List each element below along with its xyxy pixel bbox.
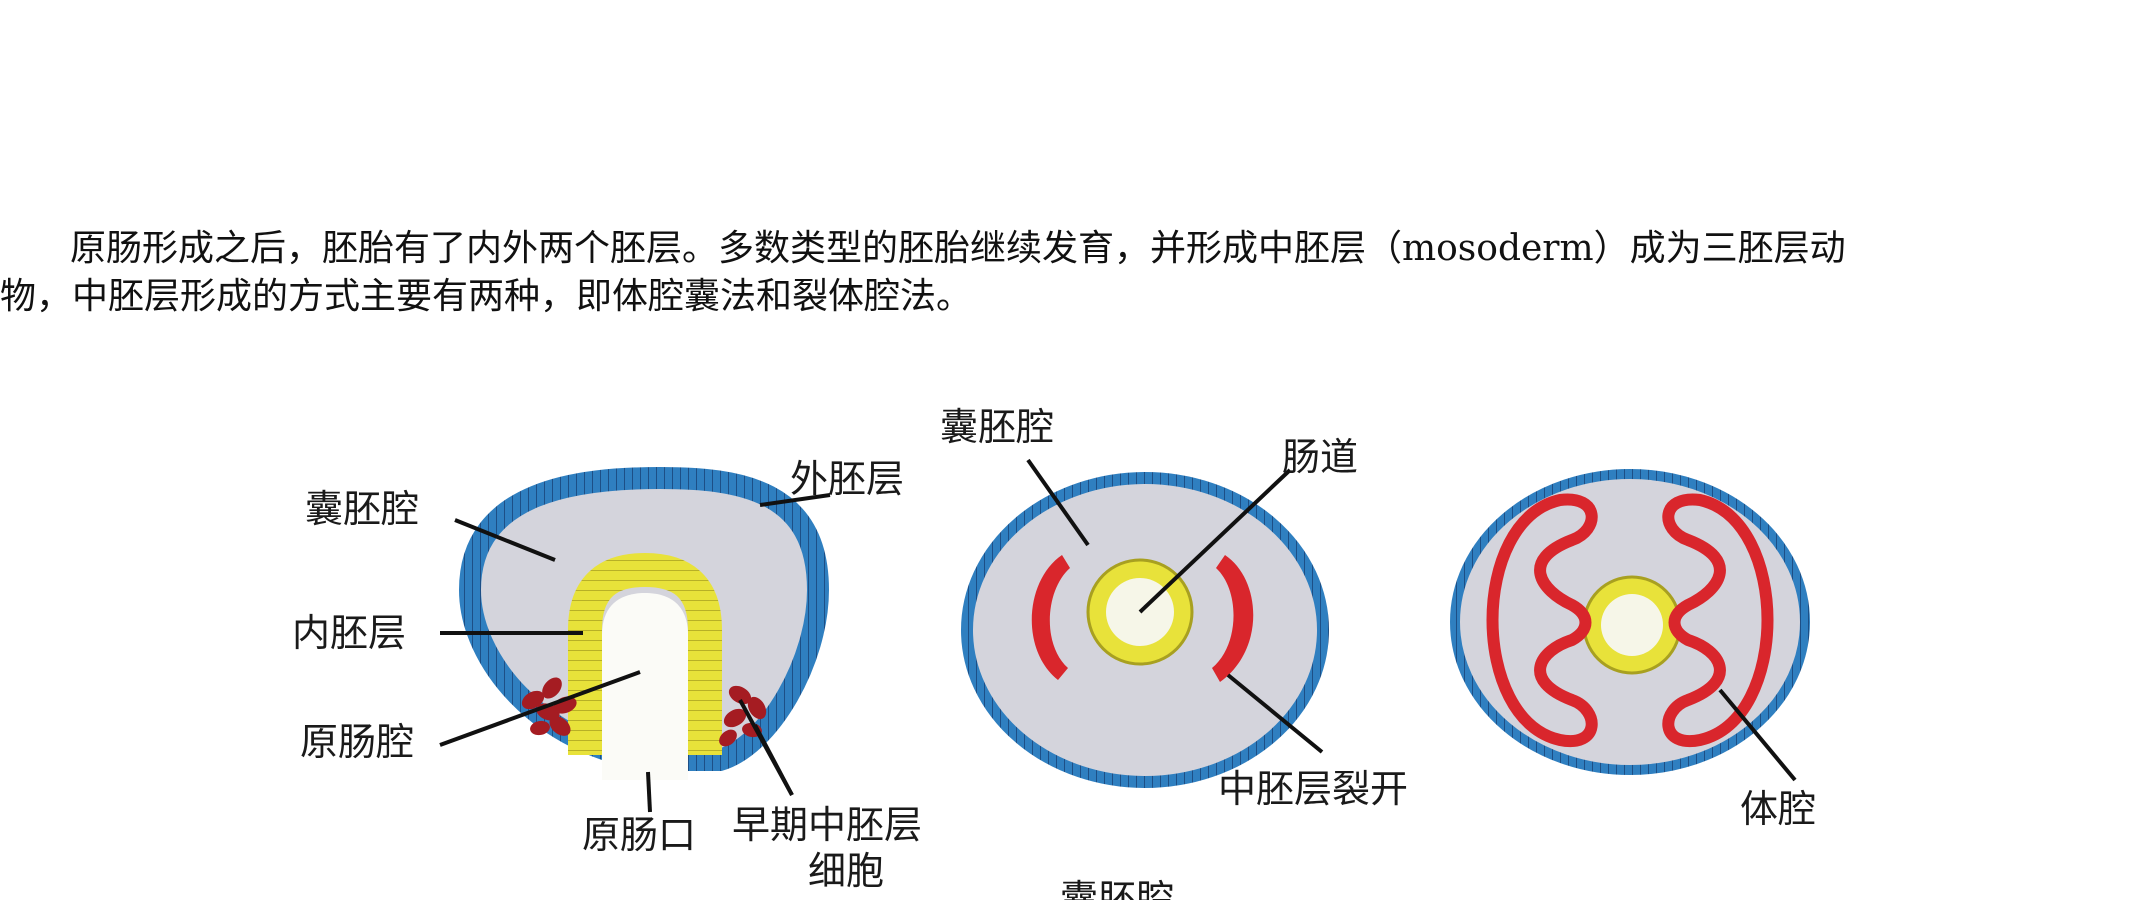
label-gut: 肠道 [1282, 435, 1358, 479]
gastrula-embryo [458, 466, 830, 780]
label-archenteron: 原肠腔 [300, 720, 414, 764]
early-mesoderm-cells-left [521, 677, 577, 736]
leader-archenteron [439, 670, 641, 747]
stage3-coelom-right [1662, 493, 1774, 748]
leader-stage2-blastocoel [1026, 458, 1090, 547]
leader-mesoderm-split [1226, 673, 1324, 754]
paragraph-line-1: 原肠形成之后，胚胎有了内外两个胚层。多数类型的胚胎继续发育，并形成中胚层（mos… [70, 228, 1846, 269]
stage2-embryo [961, 472, 1329, 788]
gastrula-blastopore [602, 740, 688, 780]
stage3-embryo [1450, 469, 1810, 775]
label-cropped-blastocoel: 囊胚腔 [1060, 877, 1174, 900]
label-endoderm: 内胚层 [292, 611, 406, 655]
stage2-mesoderm-right [1212, 555, 1254, 682]
stage3-coelom-left [1486, 493, 1598, 748]
label-mesoderm-split: 中胚层裂开 [1218, 767, 1408, 811]
label-gastrula-blastocoel: 囊胚腔 [305, 487, 419, 531]
paragraph-line-2: 物，中胚层形成的方式主要有两种，即体腔囊法和裂体腔法。 [0, 276, 973, 317]
label-blastopore: 原肠口 [582, 813, 696, 857]
stage2-mesoderm-left [1031, 555, 1070, 680]
stage2-leader-lines [1026, 458, 1324, 754]
early-mesoderm-cells-right [719, 685, 767, 747]
leader-gut [1138, 468, 1292, 614]
gastrula-endoderm [568, 552, 722, 755]
stage3-leader-lines [1718, 688, 1797, 782]
gastrula-leader-lines [439, 493, 831, 813]
leader-blastocoel-1 [454, 518, 556, 562]
gastrula-archenteron [602, 593, 688, 770]
label-coelom: 体腔 [1740, 787, 1816, 831]
stage3-gut-lumen [1601, 594, 1663, 656]
leader-ectoderm [759, 493, 831, 507]
label-ectoderm: 外胚层 [790, 457, 904, 501]
leader-early-mesoderm-2 [738, 699, 794, 796]
label-early-mesoderm-line1: 早期中胚层 [732, 803, 922, 847]
label-stage2-blastocoel: 囊胚腔 [940, 405, 1054, 449]
leader-coelom [1718, 688, 1797, 782]
label-early-mesoderm-line2: 细胞 [808, 849, 884, 893]
leader-blastopore [646, 771, 652, 813]
